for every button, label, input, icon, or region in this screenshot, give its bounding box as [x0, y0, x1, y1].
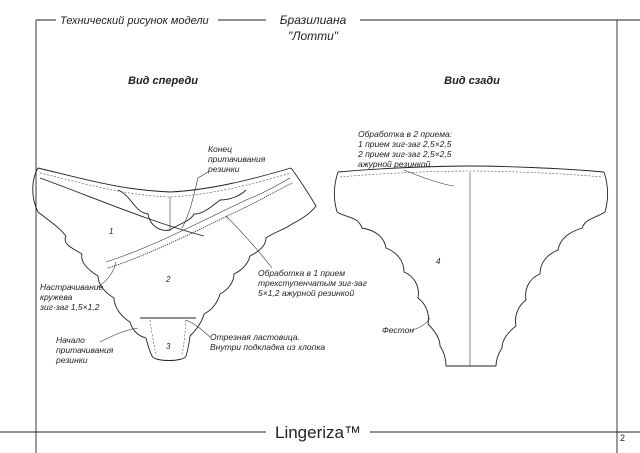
annotation-lastovica-line2: Внутри подкладка из хлопка — [210, 342, 325, 352]
annotation-nachalo-line2: притачивания — [56, 345, 114, 355]
annotation-obrabotka1-line2: трехступенчатым зиг-заг — [258, 278, 367, 288]
annotation-obrabotka1-leader — [225, 215, 273, 269]
annotation-obrabotka2-line1: Обработка в 2 приема: — [358, 129, 453, 139]
annotation-obrabotka1-line3: 5×1,2 ажурной резинкой — [258, 288, 354, 298]
front-gusset-stitch-right — [181, 319, 187, 355]
part-number-3: 3 — [166, 342, 171, 351]
front-overlap-band-upper — [39, 177, 205, 237]
brand-name: Бразилиана — [280, 13, 347, 27]
annotation-lastovica: Отрезная ластовица. Внутри подкладка из … — [185, 319, 325, 352]
back-view-drawing: 4 — [334, 165, 608, 367]
annotation-nastrach: Настрачивание кружева зиг-заг 1,5×1,2 — [39, 261, 117, 312]
annotation-nachalo-line3: резинки — [55, 355, 88, 365]
annotation-konets-leader — [181, 171, 209, 229]
annotation-nastrach-line2: кружева — [40, 292, 73, 302]
back-right-lace-edge — [495, 211, 606, 367]
back-waistband-stitch — [339, 170, 603, 178]
annotation-obrabotka2-leader — [403, 169, 455, 187]
front-gusset — [145, 335, 191, 361]
annotation-nachalo: Начало притачивания резинки — [55, 327, 139, 365]
annotation-nachalo-leader — [99, 327, 139, 343]
annotation-konets: Конец притачивания резинки — [181, 144, 266, 229]
annotation-feston-leader — [411, 317, 431, 331]
back-view-title: Вид сзади — [444, 75, 500, 87]
front-view-title: Вид спереди — [128, 75, 198, 87]
annotation-nachalo-line1: Начало — [56, 335, 85, 345]
annotation-obrabotka2-line3: 2 прием зиг-заг 2,5×2,5 — [357, 149, 452, 159]
front-right-side — [290, 167, 317, 225]
model-name: "Лотти" — [288, 29, 339, 43]
annotation-nastrach-leader — [97, 261, 117, 288]
back-left-lace-edge — [336, 211, 447, 367]
annotation-feston-label: Фестон — [382, 325, 414, 335]
annotation-obrabotka1-line1: Обработка в 1 прием — [258, 268, 345, 278]
part-number-1: 1 — [109, 227, 113, 236]
annotation-nastrach-line1: Настрачивание — [40, 282, 103, 292]
front-right-lace-edge — [189, 223, 293, 337]
front-inner-lace-scallops — [117, 189, 247, 231]
front-waistband-stitch — [39, 172, 292, 198]
annotation-obrabotka2: Обработка в 2 приема: 1 прием зиг-заг 2,… — [357, 129, 455, 187]
back-left-side — [334, 171, 339, 213]
annotation-konets-line3: резинки — [207, 164, 240, 174]
annotation-feston: Фестон — [382, 317, 431, 335]
brand-logo: Lingeriza™ — [275, 423, 361, 442]
front-left-lace-edge — [37, 211, 147, 339]
front-gusset-stitch-left — [149, 319, 157, 355]
annotation-obrabotka2-line4: ажурной резинкой — [358, 159, 431, 169]
annotation-obrabotka2-line2: 1 прием зиг-заг 2,5×2,5 — [358, 139, 452, 149]
header-left-title: Технический рисунок модели — [60, 15, 209, 27]
front-view-drawing: 1 2 3 — [32, 167, 317, 361]
back-right-side — [603, 171, 608, 213]
front-lace-stitch-line — [107, 182, 293, 269]
back-waistband-edge — [337, 165, 605, 173]
annotation-konets-line2: притачивания — [208, 154, 266, 164]
part-number-2: 2 — [165, 275, 171, 284]
part-number-4: 4 — [436, 257, 441, 266]
annotation-obrabotka1: Обработка в 1 прием трехступенчатым зиг-… — [225, 215, 367, 298]
front-waistband-edge — [37, 167, 292, 193]
annotation-lastovica-leader — [185, 319, 211, 338]
front-overlap-band-lower — [105, 177, 291, 263]
page-number: 2 — [620, 433, 625, 443]
annotation-konets-line1: Конец — [208, 144, 232, 154]
front-left-side — [32, 167, 39, 213]
annotation-lastovica-line1: Отрезная ластовица. — [210, 332, 300, 342]
annotation-nastrach-line3: зиг-заг 1,5×1,2 — [39, 302, 100, 312]
